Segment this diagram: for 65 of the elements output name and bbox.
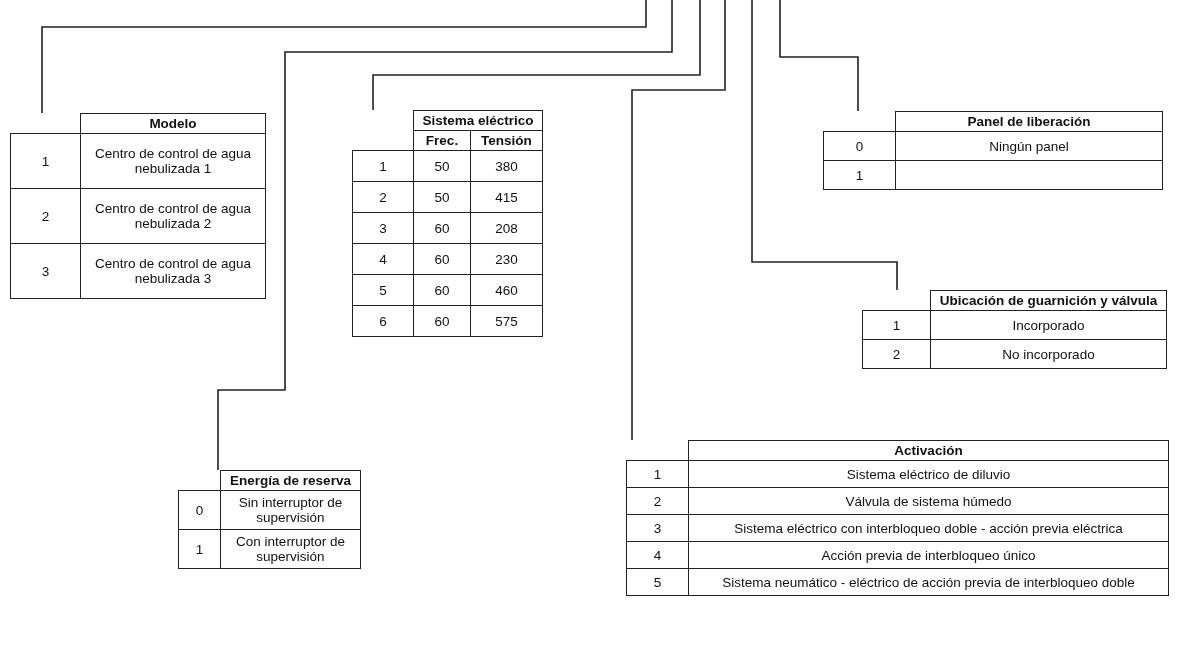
description-cell: Válvula de sistema húmedo [688, 487, 1169, 515]
code-cell: 5 [626, 568, 689, 596]
code-cell: 1 [823, 160, 896, 190]
description-cell: 460 [470, 274, 543, 306]
code-cell: 3 [352, 212, 414, 244]
table-heading: Modelo [80, 113, 266, 134]
code-cell: 1 [862, 310, 931, 340]
table-heading: Sistema eléctrico [413, 110, 543, 131]
description-cell: 60 [413, 243, 471, 275]
leader-line [779, 0, 859, 112]
code-cell: 3 [10, 243, 81, 299]
description-cell: Sistema neumático - eléctrico de acción previa de interbloqueo doble [688, 568, 1169, 596]
code-table [10, 113, 266, 299]
code-cell: 1 [626, 460, 689, 488]
description-cell: Centro de control de agua nebulizada 3 [80, 243, 266, 299]
code-cell: 0 [823, 131, 896, 161]
description-cell: Sin interruptor de supervisión [220, 490, 361, 530]
code-cell: 1 [178, 529, 221, 569]
table-heading: Ubicación de guarnición y válvula [930, 290, 1167, 311]
leader-line [41, 0, 647, 114]
code-cell: 3 [626, 514, 689, 542]
description-cell: 415 [470, 181, 543, 213]
leader-line [217, 0, 673, 471]
code-cell: 0 [178, 490, 221, 530]
code-cell: 2 [626, 487, 689, 515]
column-heading: Tensión [470, 130, 543, 151]
description-cell: Sistema eléctrico de diluvio [688, 460, 1169, 488]
description-cell: 60 [413, 274, 471, 306]
description-cell: No incorporado [930, 339, 1167, 369]
code-table [352, 110, 543, 337]
code-cell: 4 [626, 541, 689, 569]
description-cell: 575 [470, 305, 543, 337]
description-cell: Ningún panel [895, 131, 1163, 161]
description-cell: Centro de control de agua nebulizada 2 [80, 188, 266, 244]
description-cell: 50 [413, 181, 471, 213]
code-cell: 1 [10, 133, 81, 189]
code-cell: 6 [352, 305, 414, 337]
table-heading: Panel de liberación [895, 111, 1163, 132]
description-cell: Incorporado [930, 310, 1167, 340]
description-cell: 60 [413, 212, 471, 244]
code-cell: 5 [352, 274, 414, 306]
table-heading: Energía de reserva [220, 470, 361, 491]
leader-line [372, 0, 701, 111]
description-cell: 50 [413, 150, 471, 182]
code-cell: 1 [352, 150, 414, 182]
table-heading: Activación [688, 440, 1169, 461]
description-cell: Sistema eléctrico con interbloqueo doble - acción previa eléctrica [688, 514, 1169, 542]
description-cell: Centro de control de agua nebulizada 1 [80, 133, 266, 189]
code-table [862, 290, 1167, 369]
code-cell: 2 [10, 188, 81, 244]
code-table [823, 111, 1163, 190]
description-cell: 230 [470, 243, 543, 275]
description-cell: Con interruptor de supervisión [220, 529, 361, 569]
code-cell: 2 [352, 181, 414, 213]
description-cell: 208 [470, 212, 543, 244]
column-heading: Frec. [413, 130, 471, 151]
code-cell: 2 [862, 339, 931, 369]
leader-line [631, 0, 726, 441]
code-table [626, 440, 1169, 596]
description-cell: 60 [413, 305, 471, 337]
description-cell: 380 [470, 150, 543, 182]
leader-line [751, 0, 898, 291]
code-cell: 4 [352, 243, 414, 275]
description-cell: Acción previa de interbloqueo único [688, 541, 1169, 569]
code-table [178, 470, 361, 569]
